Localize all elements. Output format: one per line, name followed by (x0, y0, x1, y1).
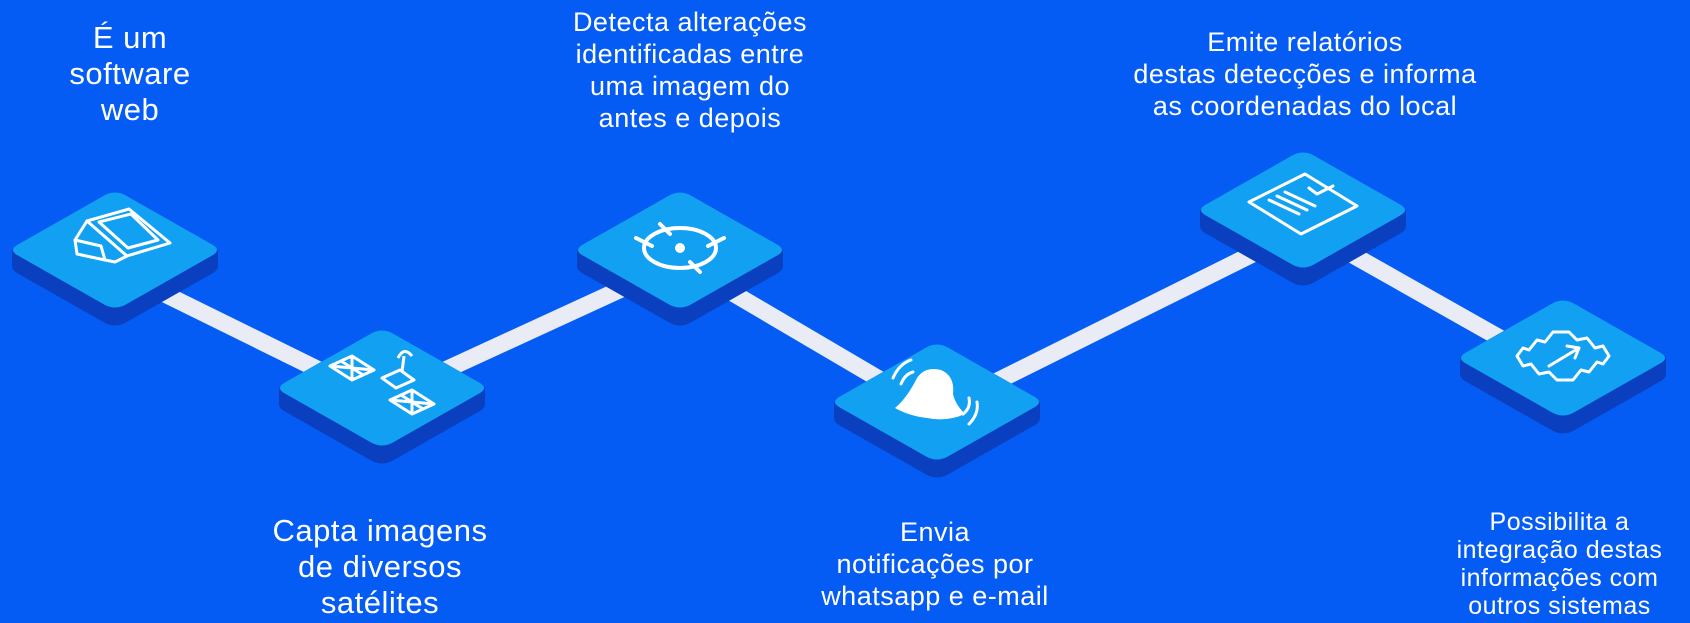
caption-line: as coordenadas do local (1152, 91, 1458, 121)
caption-software-web: É um software web (20, 20, 240, 128)
caption-integration: Possibilita a integração destas informaç… (1432, 508, 1687, 620)
caption-line: antes e depois (598, 103, 782, 133)
caption-line: satélites (320, 585, 440, 620)
crosshair-icon (634, 222, 726, 274)
caption-line: Possibilita a (1489, 508, 1630, 536)
caption-line: uma imagem do (589, 71, 791, 101)
caption-line: integração destas (1456, 536, 1663, 564)
caption-line: whatsapp e e-mail (821, 581, 1049, 611)
monitor-tile (12, 192, 218, 326)
satellite-tile (279, 330, 485, 464)
caption-line: Capta imagens (272, 513, 488, 548)
caption-notify: Envia notificações por whatsapp e e-mail (780, 516, 1090, 612)
report-icon (1247, 172, 1359, 236)
gear-integration-icon (1515, 330, 1611, 382)
caption-line: web (100, 92, 160, 127)
caption-line: de diversos (297, 549, 463, 584)
caption-line: Envia (899, 517, 971, 547)
bell-ringing-icon (891, 358, 979, 426)
caption-line: destas detecções e informa (1133, 59, 1477, 89)
integration-tile (1460, 300, 1666, 434)
caption-satellites: Capta imagens de diversos satélites (235, 513, 525, 621)
caption-line: informações com (1460, 564, 1659, 592)
caption-line: identificadas entre (575, 39, 805, 69)
caption-line: Emite relatórios (1207, 27, 1403, 57)
caption-line: software (69, 56, 191, 91)
bell-tile (834, 344, 1040, 478)
caption-reports: Emite relatórios destas detecções e info… (1085, 26, 1525, 122)
caption-line: Detecta alterações (572, 7, 808, 37)
crosshair-tile (577, 192, 783, 326)
caption-line: notificações por (836, 549, 1034, 579)
caption-detect: Detecta alterações identificadas entre u… (520, 6, 860, 134)
report-tile (1200, 152, 1406, 286)
satellite-icon (328, 350, 436, 416)
monitor-icon (73, 207, 172, 264)
caption-line: É um (92, 20, 168, 55)
caption-line: outros sistemas (1468, 592, 1651, 620)
